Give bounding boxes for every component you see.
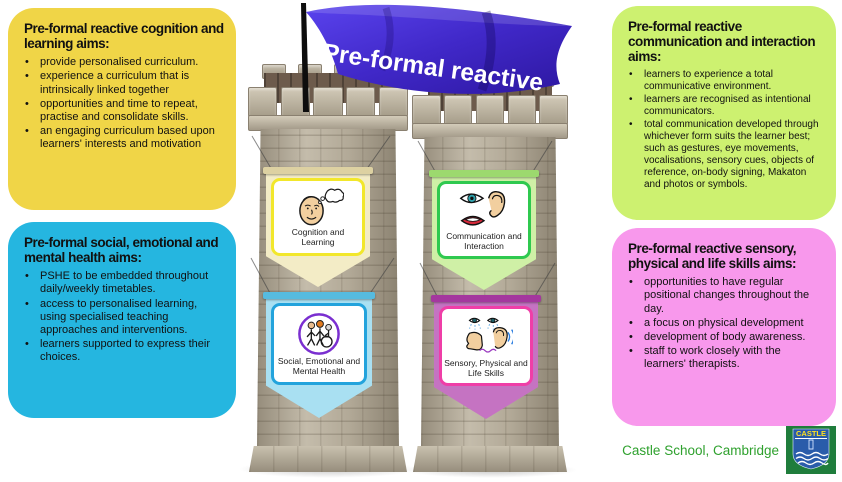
bullet-dot: • <box>25 56 29 69</box>
footer: Castle School, Cambridge CASTLE <box>590 426 836 474</box>
banner-label: Sensory, Physical and Life Skills <box>444 357 528 378</box>
bullet-item: • access to personalised learning, using … <box>22 298 225 338</box>
banner-card: Communication and Interaction <box>437 181 531 259</box>
logo-text: CASTLE <box>796 429 826 438</box>
sensory-aims-list: • opportunities to have regular positiona… <box>626 276 825 371</box>
bullet-item: • learners to experience a total communic… <box>626 69 825 93</box>
communication-aims-list: • learners to experience a total communic… <box>626 69 825 191</box>
bullet-text: learners to experience a total communica… <box>644 69 773 93</box>
school-name: Castle School, Cambridge <box>622 442 779 458</box>
bullet-text: access to personalised learning, using s… <box>40 297 198 336</box>
cognition-aims-box: Pre-formal reactive cognition and learni… <box>8 8 236 210</box>
bullet-text: development of body awareness. <box>644 330 806 343</box>
bullet-text: total communication developed through wh… <box>644 119 819 191</box>
bullet-dot: • <box>629 330 633 343</box>
bullet-dot: • <box>25 297 29 310</box>
bullet-text: learners are recognised as intentional c… <box>644 94 811 118</box>
banner-rod <box>431 295 541 302</box>
bullet-item: • PSHE to be embedded throughout daily/we… <box>22 270 225 296</box>
bullet-item: • opportunities and time to repeat, pract… <box>22 98 225 124</box>
bullet-item: • experience a curriculum that is intrins… <box>22 70 225 96</box>
bullet-dot: • <box>25 270 29 283</box>
bullet-dot: • <box>25 97 29 110</box>
communication-banner: Communication and Interaction <box>429 170 539 290</box>
bullet-dot: • <box>629 276 633 289</box>
bullet-text: experience a curriculum that is intrinsi… <box>40 70 190 96</box>
bullet-item: • staff to work closely with the learners… <box>626 345 825 371</box>
bullet-text: opportunities to have regular positional… <box>644 276 810 315</box>
bullet-dot: • <box>629 94 633 106</box>
banner-pennant: Social, Emotional and Mental Health <box>266 298 372 418</box>
tower-front-crenellation <box>412 95 568 125</box>
communication-aims-box: Pre-formal reactive communication and in… <box>612 6 836 220</box>
pre-formal-reactive-flag: Pre-formal reactive <box>301 3 572 112</box>
bullet-item: • learners supported to express their cho… <box>22 338 225 364</box>
banner-rod <box>263 167 373 174</box>
bullet-dot: • <box>25 338 29 351</box>
banner-label: Communication and Interaction <box>446 231 522 251</box>
sensory-aims-title: Pre-formal reactive sensory, physical an… <box>628 241 797 272</box>
bullet-text: a focus on physical development <box>644 316 804 329</box>
bullet-text: provide personalised curriculum. <box>40 56 199 69</box>
banner-pennant: Communication and Interaction <box>432 176 536 290</box>
bullet-text: staff to work closely with the learners'… <box>644 345 781 371</box>
bullet-item: • development of body awareness. <box>626 331 825 344</box>
social-aims-title: Pre-formal social, emotional and mental … <box>24 235 219 266</box>
cognition-aims-title: Pre-formal reactive cognition and learni… <box>24 21 224 52</box>
bullet-dot: • <box>629 316 633 329</box>
bullet-text: opportunities and time to repeat, practi… <box>40 97 198 123</box>
banner-label: Social, Emotional and Mental Health <box>277 355 361 376</box>
bullet-item: • a focus on physical development <box>626 317 825 330</box>
bullet-text: PSHE to be embedded throughout daily/wee… <box>40 270 209 296</box>
senses-eyes-nose-ear-icon <box>466 317 513 353</box>
sensory-banner: Sensory, Physical and Life Skills <box>431 295 541 419</box>
bullet-item: • learners are recognised as intentional … <box>626 94 825 118</box>
bullet-dot: • <box>25 70 29 83</box>
bullet-dot: • <box>629 119 633 131</box>
bullet-item: • opportunities to have regular positiona… <box>626 276 825 316</box>
eye-ear-mouth-icon <box>459 191 506 226</box>
banner-card: Social, Emotional and Mental Health <box>271 303 367 385</box>
bullet-dot: • <box>25 125 29 138</box>
people-group-wheelchair-icon <box>298 312 340 355</box>
tower-parapet-ledge <box>412 123 568 139</box>
tower-base <box>413 446 567 472</box>
banner-rod <box>429 170 539 177</box>
tower-base <box>249 446 407 472</box>
social-aims-box: Pre-formal social, emotional and mental … <box>8 222 236 418</box>
bullet-text: learners supported to express their choi… <box>40 338 210 364</box>
communication-aims-title: Pre-formal reactive communication and in… <box>628 19 816 65</box>
social-banner: Social, Emotional and Mental Health <box>263 292 375 418</box>
head-thought-bubble-icon <box>299 188 344 226</box>
banner-pennant: Cognition and Learning <box>266 173 370 287</box>
cognition-banner: Cognition and Learning <box>263 167 373 287</box>
tower-front-crenellation <box>248 87 408 117</box>
social-aims-list: • PSHE to be embedded throughout daily/we… <box>22 270 225 364</box>
bullet-text: an engaging curriculum based upon learne… <box>40 125 215 151</box>
banner-card: Sensory, Physical and Life Skills <box>439 306 533 386</box>
banner-pennant: Sensory, Physical and Life Skills <box>434 301 538 419</box>
flag-pole <box>301 3 309 112</box>
bullet-item: • an engaging curriculum based upon learn… <box>22 125 225 151</box>
bullet-dot: • <box>629 69 633 81</box>
banner-rod <box>263 292 375 299</box>
banner-label: Cognition and Learning <box>291 226 345 247</box>
castle-school-logo: CASTLE <box>786 426 836 474</box>
bullet-item: • provide personalised curriculum. <box>22 56 225 69</box>
banner-card: Cognition and Learning <box>271 178 365 256</box>
bullet-dot: • <box>629 345 633 358</box>
cognition-aims-list: • provide personalised curriculum. • experi… <box>22 56 225 151</box>
sensory-aims-box: Pre-formal reactive sensory, physical an… <box>612 228 836 426</box>
bullet-item: • total communication developed through w… <box>626 119 825 191</box>
